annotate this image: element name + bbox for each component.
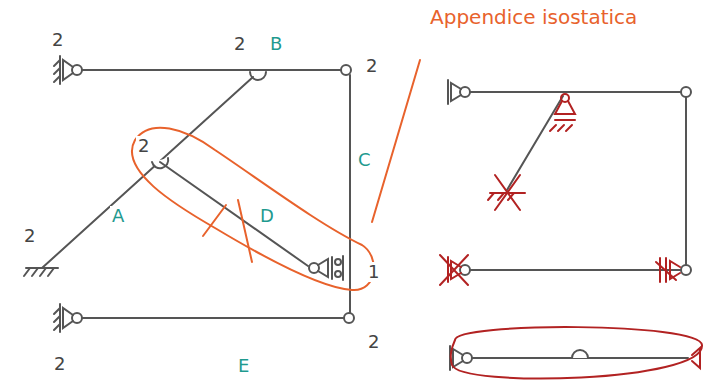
member-name: B [268,34,284,54]
support-count: 1 [366,262,381,282]
support-count: 2 [136,136,151,156]
support-count: 2 [52,354,67,374]
left-structure [24,56,354,332]
member-name: A [110,206,126,226]
member-name: D [258,206,276,226]
callout-note: Appendice isostatica [428,6,639,28]
support-count: 2 [232,34,247,54]
red-annotations [440,94,702,379]
support-count: 2 [364,56,379,76]
support-count: 2 [366,332,381,352]
member-name: E [236,356,251,376]
isostatic-appendix-outline [132,60,420,290]
member-name: C [356,150,373,170]
support-count: 2 [50,30,65,50]
support-count: 2 [22,226,37,246]
